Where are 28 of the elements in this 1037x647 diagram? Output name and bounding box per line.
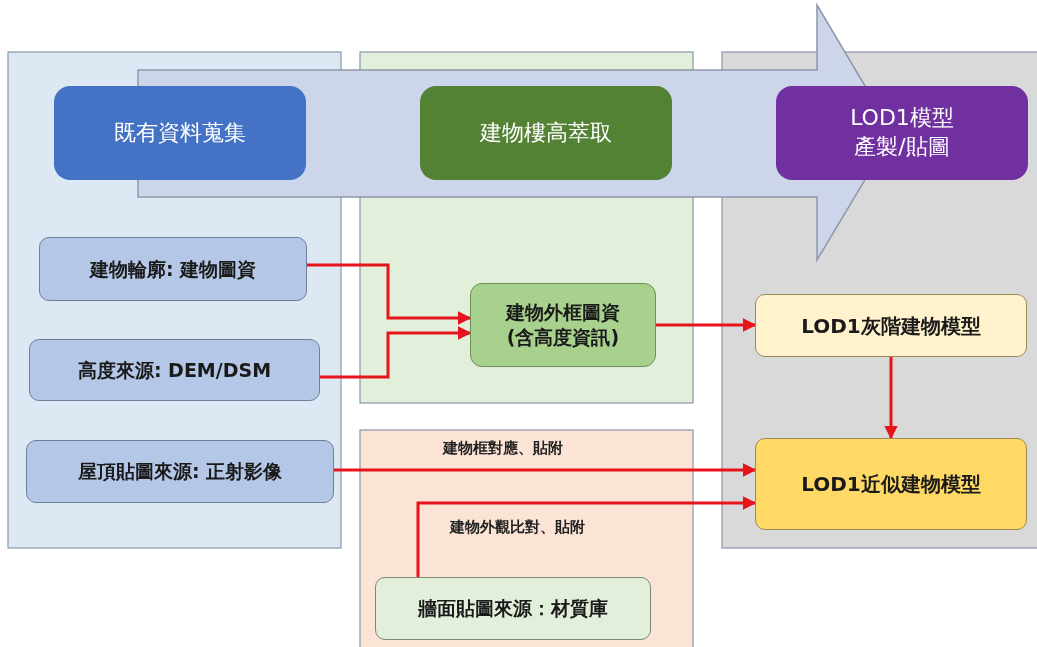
edge-label: 建物框對應、貼附	[440, 439, 566, 458]
output-box	[755, 438, 1027, 530]
arrow	[656, 318, 757, 332]
node-label: 建物樓高萃取	[480, 118, 612, 147]
node-label: LOD1灰階建物模型	[801, 312, 981, 339]
arrow	[884, 357, 898, 440]
source-box	[26, 440, 334, 503]
process-box	[470, 283, 656, 367]
edge-label: 建物外觀比對、貼附	[447, 518, 588, 537]
arrow	[320, 326, 472, 379]
node-label: 建物輪廓: 建物圖資	[89, 256, 257, 282]
node-label: 建物外框圖資(含高度資訊)	[504, 300, 621, 350]
stage-box	[420, 86, 672, 180]
stage-box	[776, 86, 1028, 180]
node-label: LOD1模型產製/貼圖	[849, 104, 955, 161]
arrow	[307, 263, 472, 325]
output-box	[755, 294, 1027, 357]
node-label: 屋頂貼圖來源: 正射影像	[77, 459, 283, 484]
node-label: LOD1近似建物模型	[801, 471, 981, 497]
source-box	[375, 577, 651, 640]
arrow	[334, 463, 757, 477]
node-label: 既有資料蒐集	[114, 118, 246, 147]
source-box	[29, 339, 320, 401]
arrow	[416, 496, 757, 577]
stage-box	[54, 86, 306, 180]
node-label: 牆面貼圖來源：材質庫	[418, 596, 608, 621]
node-label: 高度來源: DEM/DSM	[77, 357, 272, 383]
source-box	[39, 237, 307, 301]
